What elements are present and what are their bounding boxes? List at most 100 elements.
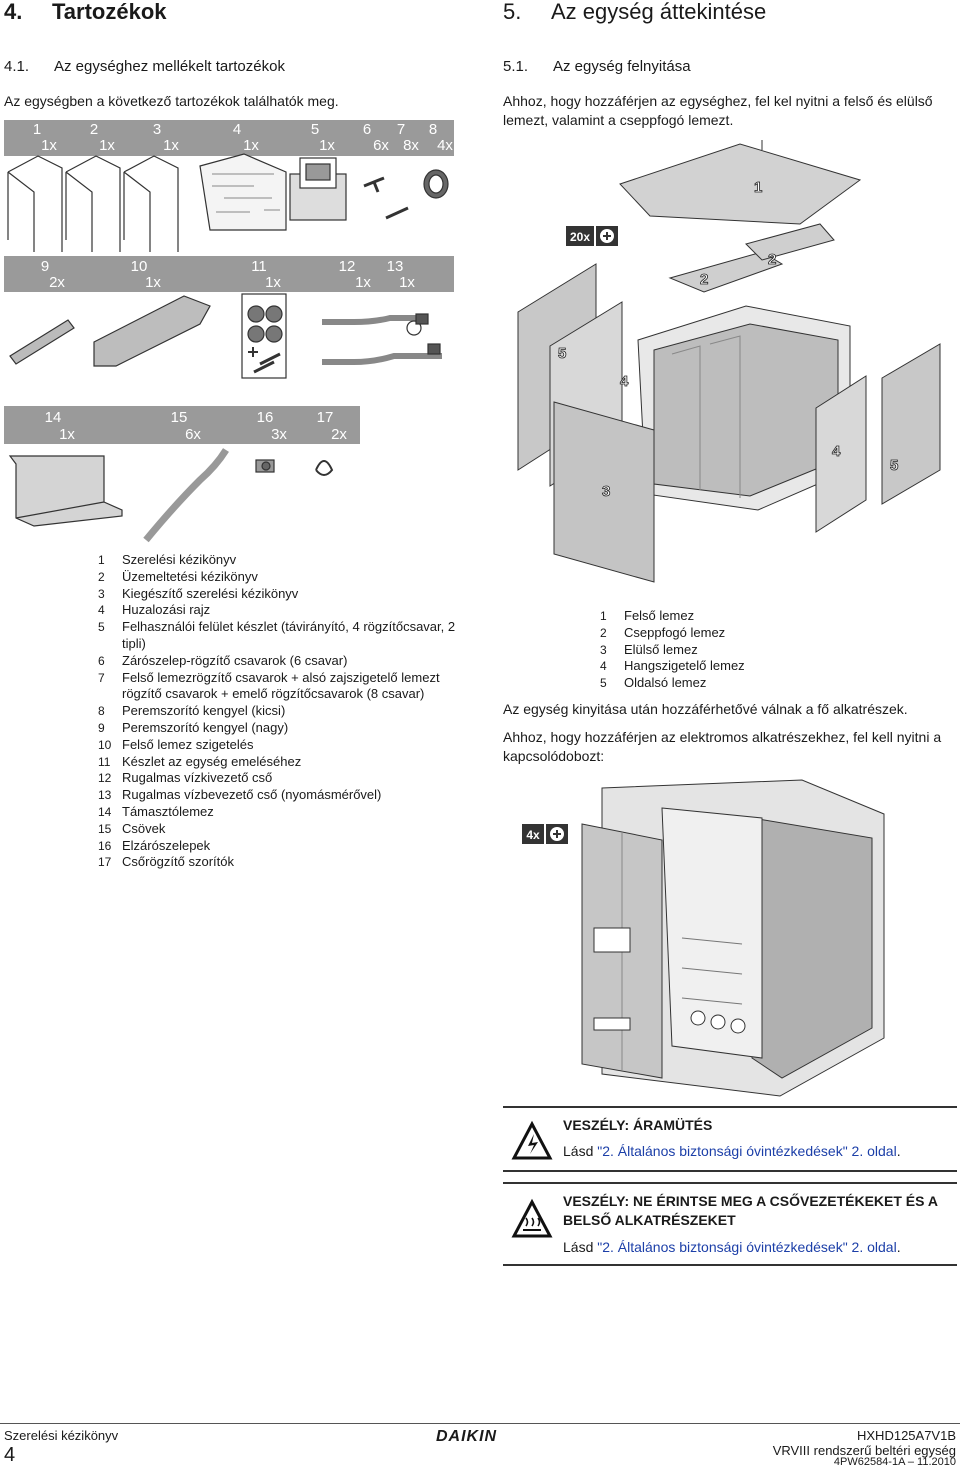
accessory-count-9: 2x (49, 274, 65, 291)
pipe-clamp-icon (315, 460, 334, 476)
side-plate-right (881, 343, 941, 505)
accessory-num-8: 8 (428, 121, 438, 138)
top-plate-insulation-icon (93, 295, 211, 367)
accessory-row1-header: 1 2 3 4 5 6 7 8 1x 1x 1x 1x 1x 6x 8x 4x (4, 120, 454, 156)
accessory-num-17: 17 (316, 409, 334, 426)
accessory-num-15: 15 (170, 409, 188, 426)
screw-count-badge: 20x (566, 226, 618, 246)
screw-7-icon (385, 206, 409, 220)
accessory-count-1: 1x (41, 137, 57, 154)
accessory-count-8: 4x (437, 137, 453, 154)
manual-2-icon (65, 155, 121, 252)
accessory-count-3: 1x (163, 137, 179, 154)
flange-clip-large-icon (9, 319, 75, 365)
section-title: Tartozékok (52, 0, 167, 24)
footer-divider (0, 1423, 960, 1424)
accessory-count-11: 1x (265, 274, 281, 291)
subsection-heading-opening-unit: 5.1. Az egység felnyitása (503, 58, 691, 76)
screw-6-icon (363, 176, 385, 193)
callout-5-left: 5 (558, 345, 566, 362)
accessory-count-15: 6x (185, 426, 201, 443)
electric-shock-warning-icon (511, 1120, 553, 1160)
switchbox-interior (661, 807, 763, 1059)
support-plate-icon (8, 455, 123, 527)
accessory-num-10: 10 (130, 258, 148, 275)
opening-intro: Ahhoz, hogy hozzáférjen az egységhez, fe… (503, 93, 933, 128)
svg-text:20x: 20x (570, 230, 590, 244)
accessory-count-6: 6x (373, 137, 389, 154)
accessory-num-7: 7 (396, 121, 406, 138)
warning-reference: Lásd "2. Általános biztonsági óvintézked… (563, 1143, 901, 1159)
switchbox-access-text: Ahhoz, hogy hozzáférjen az elektromos al… (503, 729, 942, 764)
accessory-count-2: 1x (99, 137, 115, 154)
accessory-count-10: 1x (145, 274, 161, 291)
callout-4-right: 4 (832, 443, 841, 460)
safety-section-link[interactable]: "2. Általános biztonsági óvintézkedések"… (597, 1239, 897, 1255)
accessories-intro: Az egységben a következő tartozékok talá… (4, 93, 339, 109)
accessory-row2-header: 9 10 11 12 13 2x 1x 1x 1x 1x (4, 256, 454, 292)
subsection-number: 4.1. (4, 58, 30, 75)
footer-code: 4PW62584-1A – 11.2010 (833, 1456, 956, 1468)
subsection-title: Az egység felnyitása (553, 58, 691, 75)
callout-4-left: 4 (620, 373, 629, 390)
footer-page-number: 4 (4, 1444, 16, 1466)
daikin-logo: DAIKIN (436, 1428, 498, 1445)
accessory-count-16: 3x (271, 426, 287, 443)
accessory-num-9: 9 (40, 258, 50, 275)
accessory-num-1: 1 (32, 121, 42, 138)
callout-2-left: 2 (700, 271, 708, 288)
accessory-count-5: 1x (319, 137, 335, 154)
accessory-num-2: 2 (89, 121, 99, 138)
water-inlet-hose-icon (322, 353, 442, 365)
accessories-row3-illustration (8, 448, 334, 543)
accessories-row2-illustration (9, 293, 442, 379)
switchbox-illustration: 4x (522, 779, 885, 1097)
accessory-count-4: 1x (243, 137, 259, 154)
footer-model: HXHD125A7V1B (857, 1428, 956, 1443)
callout-5-right: 5 (890, 457, 898, 474)
accessory-count-14: 1x (59, 426, 75, 443)
accessory-row3-header: 14 15 16 17 1x 6x 3x 2x (4, 406, 360, 444)
hot-surface-warning-icon (511, 1198, 553, 1238)
after-opening-text: Az egység kinyitása után hozzáférhetővé … (503, 701, 908, 717)
section-title: Az egység áttekintése (551, 0, 767, 24)
subsection-heading-included-accessories: 4.1. Az egységhez mellékelt tartozékok (4, 58, 285, 76)
callout-3: 3 (602, 483, 610, 500)
warning-title: VESZÉLY: ÁRAMÜTÉS (563, 1117, 713, 1133)
section-number: 5. (503, 0, 522, 24)
warning-electric-shock: VESZÉLY: ÁRAMÜTÉS Lásd "2. Általános biz… (503, 1106, 957, 1172)
accessories-row1-illustration (7, 153, 449, 252)
accessory-num-3: 3 (152, 121, 162, 138)
manual-3-icon (123, 155, 179, 252)
accessory-num-12: 12 (338, 258, 356, 275)
accessory-num-16: 16 (256, 409, 274, 426)
water-outlet-hose-icon (322, 315, 424, 325)
safety-section-link[interactable]: "2. Általános biztonsági óvintézkedések"… (597, 1143, 897, 1159)
exploded-unit-illustration: 20x 1 2 2 5 4 4 5 3 (517, 140, 941, 583)
subsection-title: Az egységhez mellékelt tartozékok (54, 58, 285, 75)
front-plate (553, 401, 655, 583)
sound-plate-right (815, 375, 867, 533)
callout-2-right: 2 (768, 251, 776, 268)
section-heading-overview: 5. Az egység áttekintése (503, 0, 766, 24)
manual-1-icon (7, 155, 63, 252)
warning-hot-surfaces: VESZÉLY: NE ÉRINTSE MEG A CSŐVEZETÉKEKET… (503, 1182, 957, 1266)
subsection-number: 5.1. (503, 58, 529, 75)
